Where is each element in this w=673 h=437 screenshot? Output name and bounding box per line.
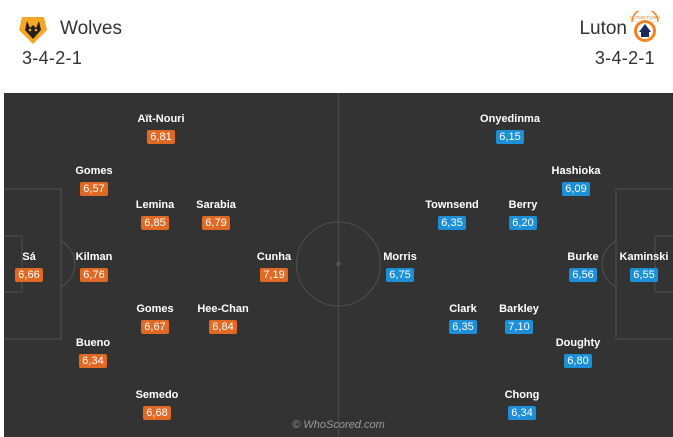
player-name: Lemina [135,199,175,211]
player-rating: 6,81 [147,130,175,144]
player-name: Clark [449,303,477,315]
pitch: Aït-Nouri 6,81 Gomes 6,57 Lemina 6,85 Sa… [4,93,673,437]
player-name: Burke [567,251,599,263]
player-name: Townsend [425,199,479,211]
player-rating: 6,34 [508,406,536,420]
player-rating: 6,85 [141,216,169,230]
wolves-crest-icon [19,17,47,44]
player-rating: 7,19 [260,268,288,282]
player-rating: 6,80 [564,354,592,368]
player-rating: 6,84 [209,320,237,334]
player-name: Aït-Nouri [137,113,185,125]
away-player-kaminski[interactable]: Kaminski 6,55 [604,251,673,283]
home-player-ait-nouri[interactable]: Aït-Nouri 6,81 [121,113,201,145]
home-player-bueno[interactable]: Bueno 6,34 [53,337,133,369]
player-name: Onyedinma [480,113,540,125]
player-name: Bueno [75,337,111,349]
pitch-markings [4,93,673,437]
whoscored-watermark: © WhoScored.com [292,419,385,431]
player-rating: 6,20 [509,216,537,230]
player-name: Morris [383,251,417,263]
player-rating: 6,68 [143,406,171,420]
player-name: Berry [508,199,538,211]
home-player-kilman[interactable]: Kilman 6,76 [54,251,134,283]
player-name: Hashioka [551,165,601,177]
player-name: Semedo [135,389,179,401]
home-player-gomes-mid[interactable]: Gomes 6,67 [115,303,195,335]
home-player-cunha[interactable]: Cunha 7,19 [234,251,314,283]
player-name: Hee-Chan [197,303,249,315]
svg-text:LUTON TOWN: LUTON TOWN [630,15,660,20]
player-rating: 6,35 [449,320,477,334]
player-rating: 6,35 [438,216,466,230]
player-rating: 6,67 [141,320,169,334]
player-name: Kaminski [619,251,669,263]
player-rating: 6,76 [80,268,108,282]
home-player-sarabia[interactable]: Sarabia 6,79 [176,199,256,231]
home-player-semedo[interactable]: Semedo 6,68 [117,389,197,421]
player-name: Sarabia [196,199,236,211]
away-player-morris[interactable]: Morris 6,75 [360,251,440,283]
away-player-onyedinma[interactable]: Onyedinma 6,15 [470,113,550,145]
home-player-gomes-left[interactable]: Gomes 6,57 [54,165,134,197]
away-player-townsend[interactable]: Townsend 6,35 [412,199,492,231]
home-player-lemina[interactable]: Lemina 6,85 [115,199,195,231]
away-player-chong[interactable]: Chong 6,34 [482,389,562,421]
player-name: Gomes [75,165,113,177]
player-rating: 6,56 [569,268,597,282]
player-rating: 6,09 [562,182,590,196]
player-rating: 6,34 [79,354,107,368]
player-name: Gomes [136,303,174,315]
away-team-name[interactable]: Luton [579,18,627,39]
away-player-barkley[interactable]: Barkley 7,10 [479,303,559,335]
away-player-burke[interactable]: Burke 6,56 [543,251,623,283]
home-player-sa[interactable]: Sá 6,66 [4,251,69,283]
player-rating: 6,55 [630,268,658,282]
away-player-hashioka[interactable]: Hashioka 6,09 [536,165,616,197]
luton-crest-icon: LUTON TOWN [630,11,660,42]
match-header: Wolves 3-4-2-1 Luton 3-4-2-1 LUTON TOWN [0,0,673,92]
player-rating: 6,79 [202,216,230,230]
player-rating: 6,57 [80,182,108,196]
player-name: Barkley [499,303,539,315]
home-team-name[interactable]: Wolves [60,18,122,39]
away-player-berry[interactable]: Berry 6,20 [483,199,563,231]
player-name: Kilman [75,251,113,263]
player-rating: 7,10 [505,320,533,334]
player-name: Doughty [555,337,601,349]
player-name: Cunha [256,251,292,263]
home-player-hee-chan[interactable]: Hee-Chan 6,84 [183,303,263,335]
player-rating: 6,15 [496,130,524,144]
player-name: Sá [22,251,36,263]
away-player-clark[interactable]: Clark 6,35 [423,303,503,335]
home-formation: 3-4-2-1 [22,48,83,68]
away-formation: 3-4-2-1 [594,48,655,68]
player-rating: 6,66 [15,268,43,282]
player-name: Chong [504,389,540,401]
player-rating: 6,75 [386,268,414,282]
away-player-doughty[interactable]: Doughty 6,80 [538,337,618,369]
